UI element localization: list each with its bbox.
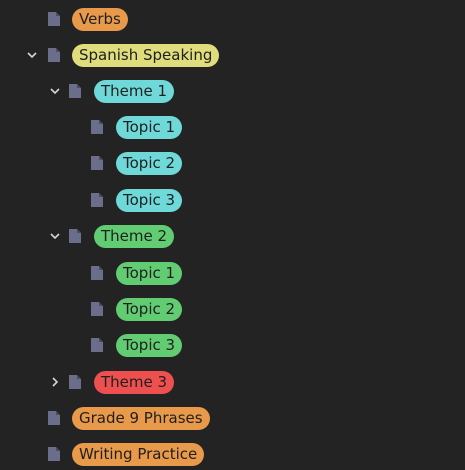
tree-item-label: Topic 3 xyxy=(116,188,183,212)
tree-item-label: Topic 1 xyxy=(116,261,183,285)
tree-item-label: Topic 1 xyxy=(116,115,183,139)
document-icon xyxy=(66,373,84,391)
tree-item-label: Spanish Speaking xyxy=(72,43,220,67)
tree-item-label: Writing Practice xyxy=(72,442,205,466)
tree-item-grade-9-phrases[interactable]: Grade 9 Phrases xyxy=(45,400,210,436)
tree-item-theme-1[interactable]: Theme 1 xyxy=(46,73,175,109)
tree-item-writing-practice[interactable]: Writing Practice xyxy=(45,436,205,470)
tree-item-label: Theme 1 xyxy=(94,79,175,103)
tree-item-theme-2-topic-2[interactable]: Topic 2 xyxy=(88,291,183,327)
document-icon xyxy=(45,46,63,64)
tree-item-theme-2[interactable]: Theme 2 xyxy=(46,218,175,254)
tree-item-label: Theme 2 xyxy=(94,224,175,248)
tree-item-theme-1-topic-2[interactable]: Topic 2 xyxy=(88,145,183,181)
tree-item-label: Grade 9 Phrases xyxy=(72,406,210,430)
document-icon xyxy=(66,82,84,100)
document-icon xyxy=(88,336,106,354)
tree-item-theme-2-topic-1[interactable]: Topic 1 xyxy=(88,255,183,291)
document-icon xyxy=(88,191,106,209)
chevron-down-icon[interactable] xyxy=(23,46,41,64)
chevron-down-icon[interactable] xyxy=(46,82,64,100)
document-icon xyxy=(88,154,106,172)
tree-item-label: Topic 3 xyxy=(116,333,183,357)
tree-item-theme-1-topic-3[interactable]: Topic 3 xyxy=(88,182,183,218)
tree-item-theme-3[interactable]: Theme 3 xyxy=(46,364,175,400)
tree-item-theme-2-topic-3[interactable]: Topic 3 xyxy=(88,327,183,363)
chevron-down-icon[interactable] xyxy=(46,227,64,245)
tree-item-theme-1-topic-1[interactable]: Topic 1 xyxy=(88,109,183,145)
document-icon xyxy=(45,409,63,427)
chevron-right-icon[interactable] xyxy=(46,373,64,391)
document-icon xyxy=(88,118,106,136)
tree-item-label: Theme 3 xyxy=(94,370,175,394)
document-icon xyxy=(45,445,63,463)
tree-item-label: Topic 2 xyxy=(116,151,183,175)
document-icon xyxy=(45,10,63,28)
tree-item-label: Topic 2 xyxy=(116,297,183,321)
tree-item-label: Verbs xyxy=(72,7,128,31)
document-icon xyxy=(66,227,84,245)
document-icon xyxy=(88,300,106,318)
document-icon xyxy=(88,264,106,282)
tree-item-spanish-speaking[interactable]: Spanish Speaking xyxy=(23,37,220,73)
tree-item-verbs[interactable]: Verbs xyxy=(45,1,128,37)
